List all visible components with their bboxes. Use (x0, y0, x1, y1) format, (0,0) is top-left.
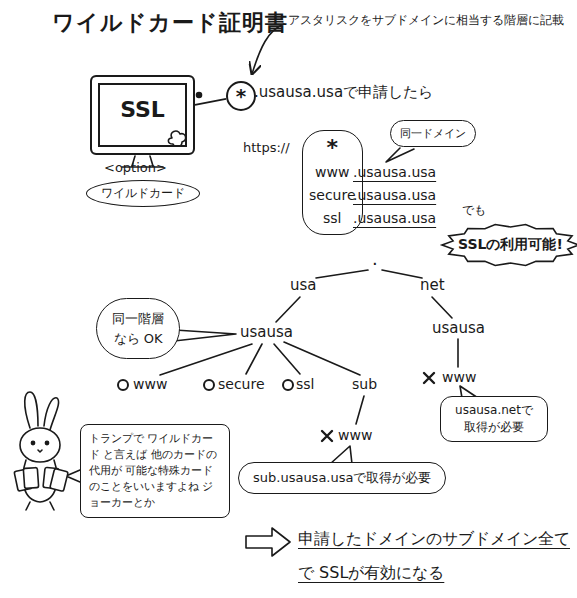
scheme-label: https:// (243, 140, 290, 155)
applied-domain: .usausa.usaで申請したら (254, 83, 433, 102)
tree-leaf: secure (218, 376, 265, 392)
tree-lines (160, 270, 458, 424)
domain-suffix: .usausa.usa (353, 184, 436, 207)
speech-bubble: 同一ドメイン (390, 120, 476, 147)
speech-bubble: usausa.netで 取得が必要 (440, 396, 548, 442)
annotation: アスタリスクをサブドメインに相当する階層に記載 (288, 12, 564, 29)
circled-asterisk: * (226, 81, 256, 111)
tree-label: usausa (432, 319, 485, 337)
page-title: ワイルドカード証明書 (52, 8, 288, 38)
speech-box: トランプで ワイルドカード と言えば 他のカードの代用が 可能な特殊カード のこ… (80, 424, 230, 518)
option-label: <option> (104, 160, 167, 175)
tree-leaf: sub (352, 376, 377, 392)
node-text: ワイルドカード (101, 185, 185, 202)
rabbit (14, 392, 68, 510)
tree-leaf: ssl (296, 376, 314, 392)
node-text: www (309, 161, 356, 184)
domain-suffix: .usausa.usa (353, 161, 436, 184)
burst-outline (442, 225, 577, 266)
tree-leaf: www (442, 369, 476, 385)
node-text: sub.usausa.usaで取得が必要 (253, 469, 431, 487)
node-text: SSL (108, 97, 177, 122)
tree-label: usausa (240, 323, 293, 341)
burst-callout: でもSSLの利用可能! (442, 224, 577, 266)
tree-leaf: www (338, 427, 372, 443)
cloud-bubble: 同一階層なら OK (96, 298, 180, 359)
tree-label: usa (290, 276, 317, 294)
option-oval: ワイルドカード (86, 180, 200, 207)
screen-doodle (168, 131, 185, 147)
tree-label: net (420, 276, 445, 294)
node-text: * (236, 86, 246, 106)
node-text: SSLの利用可能! (458, 236, 563, 254)
speech-bubble: sub.usausa.usaで取得が必要 (238, 462, 446, 494)
node-text: * (309, 135, 356, 161)
bubble-tail (386, 148, 414, 162)
connector-line (195, 99, 226, 105)
node-text: でも (462, 202, 486, 219)
conclusion-text: 申請したドメインのサブドメイン全てで SSLが有効になる (298, 522, 570, 589)
connector-dot (197, 93, 202, 98)
node-text: usausa.netで 取得が必要 (449, 402, 539, 436)
node-text: ssl (309, 207, 356, 230)
bubble-tail (174, 330, 236, 341)
tree-leaf: www (133, 376, 167, 392)
node-text: トランプで ワイルドカード と言えば 他のカードの代用が 可能な特殊カード のこ… (89, 431, 221, 511)
node-text: 同一ドメイン (400, 126, 466, 141)
node-text: secure (309, 184, 356, 207)
node-text: 同一階層なら OK (109, 309, 167, 348)
domain-suffix: .usausa.usa (353, 207, 436, 230)
tree-root: . (372, 248, 378, 269)
hollow-arrow (246, 528, 290, 556)
monitor-box: SSL (90, 75, 195, 155)
